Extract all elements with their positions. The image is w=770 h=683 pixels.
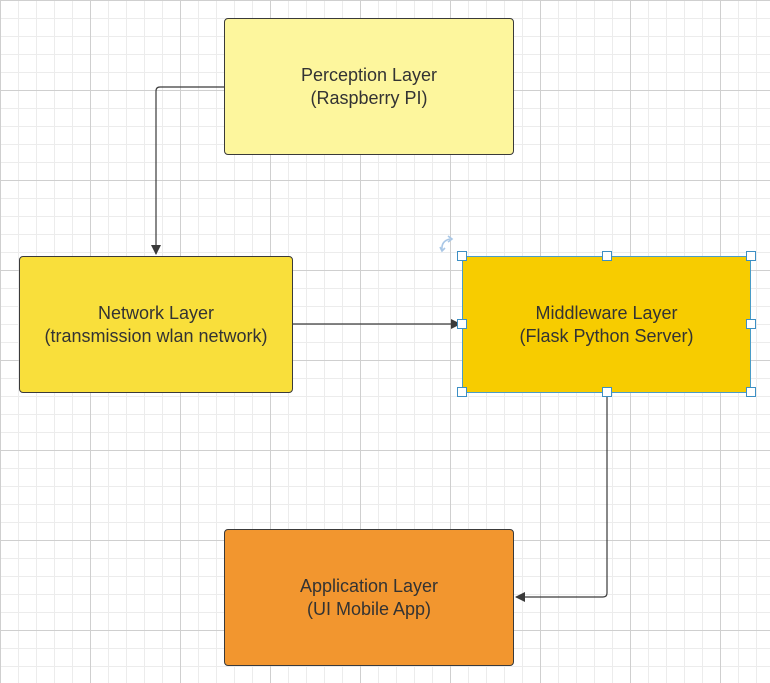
node-title: Perception Layer xyxy=(300,64,438,85)
resize-handle-bottom-left[interactable] xyxy=(457,387,467,397)
node-subtitle: (Flask Python Server) xyxy=(519,325,694,346)
connector-middleware-to-application[interactable] xyxy=(515,393,608,602)
node-subtitle: (Raspberry PI) xyxy=(310,87,428,108)
node-subtitle: (UI Mobile App) xyxy=(306,598,432,619)
resize-handle-top-right[interactable] xyxy=(746,251,756,261)
rotate-handle-icon[interactable] xyxy=(437,232,461,256)
resize-handle-bottom-right[interactable] xyxy=(746,387,756,397)
resize-handle-top-left[interactable] xyxy=(457,251,467,261)
network-layer-node[interactable]: Network Layer (transmission wlan network… xyxy=(19,256,293,393)
resize-handle-left[interactable] xyxy=(457,319,467,329)
connector-perception-to-network[interactable] xyxy=(151,86,224,255)
node-title: Application Layer xyxy=(299,575,439,596)
resize-handle-right[interactable] xyxy=(746,319,756,329)
resize-handle-top[interactable] xyxy=(602,251,612,261)
perception-layer-node[interactable]: Perception Layer (Raspberry PI) xyxy=(224,18,514,155)
middleware-layer-node[interactable]: Middleware Layer (Flask Python Server) xyxy=(462,256,751,393)
resize-handle-bottom[interactable] xyxy=(602,387,612,397)
application-layer-node[interactable]: Application Layer (UI Mobile App) xyxy=(224,529,514,666)
node-title: Middleware Layer xyxy=(535,302,678,323)
node-title: Network Layer xyxy=(97,302,215,323)
node-subtitle: (transmission wlan network) xyxy=(44,325,268,346)
